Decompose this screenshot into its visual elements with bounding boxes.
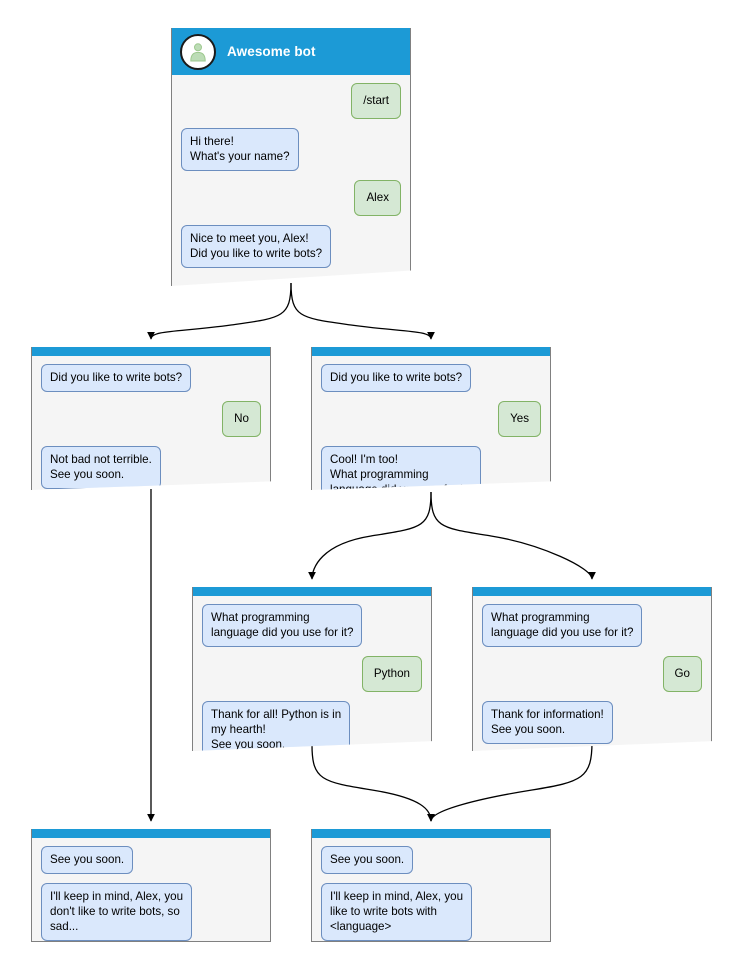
node-go-branch-body: What programming language did you use fo… [473, 596, 711, 751]
edge-go-to-end-happy [427, 741, 593, 822]
bot-message-bubble: Nice to meet you, Alex! Did you like to … [181, 225, 332, 268]
message-row: Nice to meet you, Alex! Did you like to … [181, 225, 401, 268]
node-go-branch[interactable]: What programming language did you use fo… [472, 587, 712, 751]
message-row: See you soon. [321, 846, 541, 874]
node-root-title: Awesome bot [227, 44, 316, 59]
node-root-header: Awesome bot [172, 28, 410, 75]
edge-root-to-yes [290, 282, 435, 340]
bot-message-bubble: I'll keep in mind, Alex, you like to wri… [321, 883, 473, 941]
bot-message-bubble: Not bad not terrible. See you soon. [41, 446, 161, 489]
edge-yes-to-python [308, 491, 432, 580]
node-end-happy-body: See you soon. I'll keep in mind, Alex, y… [312, 838, 550, 951]
message-row: /start [181, 83, 401, 119]
node-end-sad[interactable]: See you soon. I'll keep in mind, Alex, y… [31, 829, 271, 942]
message-row: Thank for all! Python is in my hearth! S… [202, 701, 422, 751]
bot-message-bubble: What programming language did you use fo… [482, 604, 643, 647]
node-yes-branch[interactable]: Did you like to write bots? Yes Cool! I'… [311, 347, 551, 490]
edge-root-to-no [147, 282, 292, 340]
user-message-bubble: No [222, 401, 261, 437]
bot-message-bubble: I'll keep in mind, Alex, you don't like … [41, 883, 193, 941]
node-yes-branch-body: Did you like to write bots? Yes Cool! I'… [312, 356, 550, 490]
user-message-bubble: /start [351, 83, 401, 119]
node-python-branch-header [193, 587, 431, 596]
node-end-happy[interactable]: See you soon. I'll keep in mind, Alex, y… [311, 829, 551, 942]
message-row: Hi there! What's your name? [181, 128, 401, 171]
user-message-bubble: Alex [354, 180, 401, 216]
node-no-branch-header [32, 347, 270, 356]
node-no-branch[interactable]: Did you like to write bots? No Not bad n… [31, 347, 271, 490]
message-row: Cool! I'm too! What programming language… [321, 446, 541, 490]
user-message-bubble: Python [361, 656, 422, 692]
message-row: Thank for information! See you soon. [482, 701, 702, 744]
bot-message-bubble: Did you like to write bots? [321, 364, 472, 392]
node-no-branch-body: Did you like to write bots? No Not bad n… [32, 356, 270, 490]
message-row: No [41, 401, 261, 437]
message-row: See you soon. [41, 846, 261, 874]
bot-message-bubble: Cool! I'm too! What programming language… [321, 446, 482, 490]
edge-python-to-end-happy [311, 744, 435, 822]
node-end-sad-body: See you soon. I'll keep in mind, Alex, y… [32, 838, 270, 951]
message-row: I'll keep in mind, Alex, you don't like … [41, 883, 261, 941]
node-end-sad-header [32, 829, 270, 838]
message-row: Yes [321, 401, 541, 437]
message-row: Did you like to write bots? [321, 364, 541, 392]
person-avatar-icon [180, 33, 216, 70]
node-yes-branch-header [312, 347, 550, 356]
user-message-bubble: Go [662, 656, 702, 692]
bot-message-bubble: Thank for information! See you soon. [482, 701, 613, 744]
bot-message-bubble: Thank for all! Python is in my hearth! S… [202, 701, 351, 751]
message-row: What programming language did you use fo… [482, 604, 702, 647]
message-row: Python [202, 656, 422, 692]
node-python-branch-body: What programming language did you use fo… [193, 596, 431, 751]
node-go-branch-header [473, 587, 711, 596]
bot-message-bubble: Hi there! What's your name? [181, 128, 299, 171]
user-message-bubble: Yes [498, 401, 541, 437]
edge-yes-to-go [430, 491, 596, 580]
bot-message-bubble: See you soon. [41, 846, 134, 874]
message-row: What programming language did you use fo… [202, 604, 422, 647]
bot-message-bubble: What programming language did you use fo… [202, 604, 363, 647]
bot-message-bubble: Did you like to write bots? [41, 364, 192, 392]
node-python-branch[interactable]: What programming language did you use fo… [192, 587, 432, 751]
node-root-body: /start Hi there! What's your name? Alex … [172, 75, 410, 278]
message-row: Alex [181, 180, 401, 216]
message-row: Not bad not terrible. See you soon. [41, 446, 261, 489]
message-row: Did you like to write bots? [41, 364, 261, 392]
node-root[interactable]: Awesome bot /start Hi there! What's your… [171, 28, 411, 286]
node-end-happy-header [312, 829, 550, 838]
message-row: Go [482, 656, 702, 692]
bot-message-bubble: See you soon. [321, 846, 414, 874]
message-row: I'll keep in mind, Alex, you like to wri… [321, 883, 541, 941]
